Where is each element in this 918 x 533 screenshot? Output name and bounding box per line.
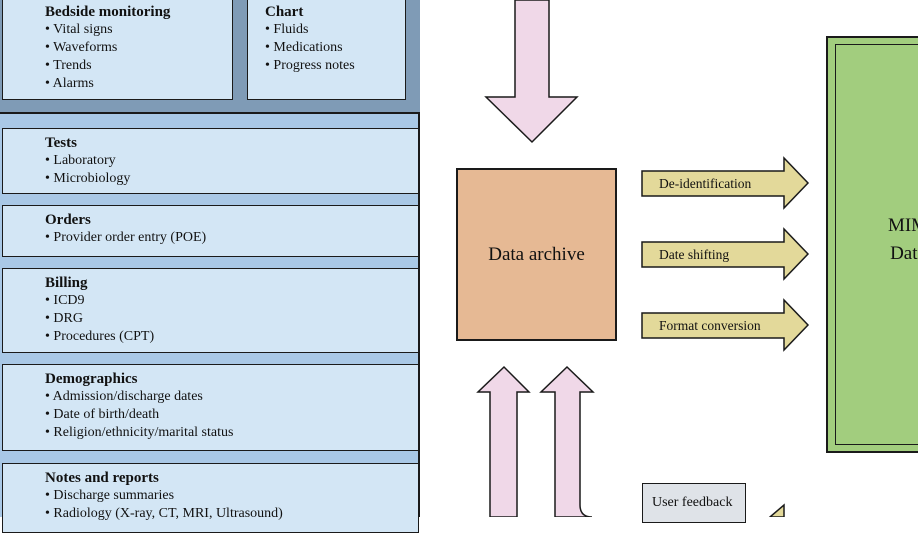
list-item: ICD9 [45, 292, 418, 310]
demographics-box: Demographics Admission/discharge dates D… [2, 364, 419, 451]
user-feedback-box: User feedback [642, 483, 746, 523]
de-identification-label: De-identification [659, 176, 752, 191]
mimic-database-label: MIM Data [868, 212, 918, 268]
orders-title: Orders [45, 212, 91, 228]
format-conversion-label: Format conversion [659, 318, 761, 333]
list-item: Vital signs [45, 21, 232, 39]
list-item: Trends [45, 57, 232, 75]
tests-box: Tests Laboratory Microbiology [2, 128, 419, 194]
demographics-title: Demographics [45, 371, 138, 387]
mimic-database-inner-border [835, 44, 918, 445]
billing-title: Billing [45, 275, 88, 291]
process-arrow-icon [641, 227, 810, 281]
list-item: DRG [45, 310, 418, 328]
list-item: Religion/ethnicity/marital status [45, 424, 418, 442]
bedside-monitoring-title: Bedside monitoring [45, 4, 171, 20]
mimic-database-box [826, 36, 918, 453]
list-item: Alarms [45, 75, 232, 93]
list-item: Procedures (CPT) [45, 328, 418, 346]
notes-reports-title: Notes and reports [45, 470, 159, 486]
process-arrow-icon [641, 156, 810, 210]
list-item: Laboratory [45, 152, 418, 170]
list-item: Provider order entry (POE) [45, 229, 418, 247]
list-item: Microbiology [45, 170, 418, 188]
data-archive-box: Data archive [456, 168, 617, 341]
down-arrow-icon [484, 0, 579, 144]
list-item: Waveforms [45, 39, 232, 57]
list-item: Date of birth/death [45, 406, 418, 424]
list-item: Medications [265, 39, 405, 57]
flow-arrows [476, 0, 810, 517]
process-arrow-icon [641, 298, 810, 352]
tests-title: Tests [45, 135, 77, 151]
up-curved-arrow-icon [539, 365, 595, 517]
date-shifting-label: Date shifting [659, 247, 730, 262]
chart-box: Chart Fluids Medications Progress notes [247, 0, 406, 100]
list-item: Discharge summaries [45, 487, 418, 505]
feedback-arrow-icon [768, 503, 785, 517]
list-item: Fluids [265, 21, 405, 39]
up-arrow-icon [476, 365, 531, 517]
mimic-label-line2: Data [890, 243, 918, 264]
list-item: Admission/discharge dates [45, 388, 418, 406]
data-archive-label: Data archive [488, 243, 585, 265]
billing-box: Billing ICD9 DRG Procedures (CPT) [2, 268, 419, 353]
mimic-label-line1: MIM [887, 215, 918, 236]
chart-title: Chart [265, 4, 304, 20]
list-item: Progress notes [265, 57, 405, 75]
user-feedback-label: User feedback [652, 495, 733, 510]
orders-box: Orders Provider order entry (POE) [2, 205, 419, 257]
bedside-monitoring-box: Bedside monitoring Vital signs Waveforms… [2, 0, 233, 100]
